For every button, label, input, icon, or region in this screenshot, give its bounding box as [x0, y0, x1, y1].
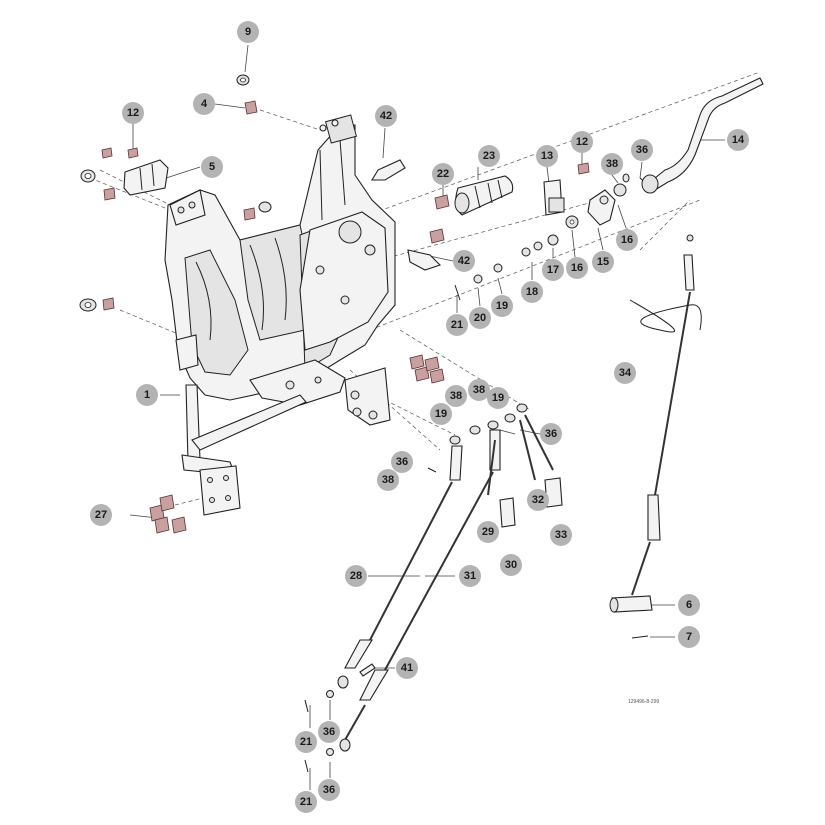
svg-text:36: 36	[545, 428, 557, 440]
callout-14: 14	[727, 129, 749, 151]
svg-text:36: 36	[636, 144, 648, 156]
callout-36: 36	[540, 423, 562, 445]
callout-4: 4	[193, 93, 215, 115]
svg-text:30: 30	[505, 559, 517, 571]
svg-text:19: 19	[496, 300, 508, 312]
svg-text:32: 32	[532, 494, 544, 506]
svg-text:42: 42	[380, 110, 392, 122]
svg-text:42: 42	[458, 255, 470, 267]
svg-text:38: 38	[382, 474, 394, 486]
callout-38: 38	[377, 469, 399, 491]
callout-38: 38	[445, 385, 467, 407]
callout-9: 9	[237, 21, 259, 43]
callout-38: 38	[468, 379, 490, 401]
bolts-27	[149, 354, 445, 534]
svg-text:16: 16	[571, 262, 583, 274]
main-frame	[164, 114, 396, 516]
hardware	[79, 74, 649, 312]
callout-13: 13	[536, 145, 558, 167]
callout-33: 33	[550, 524, 572, 546]
svg-text:13: 13	[541, 150, 553, 162]
callout-23: 23	[478, 145, 500, 167]
svg-text:33: 33	[555, 529, 567, 541]
callout-19: 19	[491, 295, 513, 317]
svg-text:38: 38	[450, 390, 462, 402]
svg-text:21: 21	[451, 319, 463, 331]
callout-21: 21	[446, 314, 468, 336]
svg-text:36: 36	[323, 726, 335, 738]
svg-text:19: 19	[435, 408, 447, 420]
svg-text:12: 12	[127, 107, 139, 119]
svg-text:31: 31	[464, 570, 476, 582]
callout-1: 1	[136, 384, 158, 406]
svg-text:14: 14	[732, 134, 745, 146]
svg-text:36: 36	[323, 784, 335, 796]
callout-42: 42	[453, 250, 475, 272]
svg-text:22: 22	[437, 168, 449, 180]
callout-38: 38	[601, 153, 623, 175]
callout-28: 28	[345, 565, 367, 587]
callout-31: 31	[459, 565, 481, 587]
cable-34	[609, 234, 702, 639]
svg-text:7: 7	[686, 631, 692, 643]
callout-15: 15	[592, 251, 614, 273]
svg-text:29: 29	[482, 526, 494, 538]
callout-19: 19	[430, 403, 452, 425]
callout-16: 16	[566, 257, 588, 279]
svg-text:41: 41	[401, 662, 413, 674]
callout-41: 41	[396, 657, 418, 679]
callout-34: 34	[614, 362, 636, 384]
svg-text:12: 12	[576, 136, 588, 148]
svg-text:34: 34	[619, 367, 632, 379]
svg-text:36: 36	[396, 456, 408, 468]
svg-text:38: 38	[473, 384, 485, 396]
callout-12: 12	[571, 131, 593, 153]
callout-36: 36	[318, 779, 340, 801]
callout-36: 36	[318, 721, 340, 743]
svg-text:6: 6	[686, 599, 692, 611]
callout-18: 18	[521, 281, 543, 303]
callout-19: 19	[487, 387, 509, 409]
callout-5: 5	[201, 156, 223, 178]
svg-text:1: 1	[144, 389, 150, 401]
callout-21: 21	[295, 791, 317, 813]
svg-text:5: 5	[209, 161, 215, 173]
callout-27: 27	[90, 504, 112, 526]
callout-32: 32	[527, 489, 549, 511]
cables-28-31	[304, 403, 563, 773]
callouts: 9 4 12 42 5 22 23 13 12 38 36 14 16 42 1…	[90, 21, 749, 813]
svg-text:16: 16	[621, 234, 633, 246]
svg-text:21: 21	[300, 736, 312, 748]
svg-text:20: 20	[474, 312, 486, 324]
callout-21: 21	[295, 731, 317, 753]
callout-6: 6	[678, 594, 700, 616]
callout-30: 30	[500, 554, 522, 576]
svg-text:17: 17	[547, 264, 559, 276]
svg-text:38: 38	[606, 158, 618, 170]
svg-text:18: 18	[526, 286, 538, 298]
svg-text:27: 27	[95, 509, 107, 521]
svg-text:19: 19	[492, 392, 504, 404]
rod-14	[641, 77, 764, 194]
callout-36: 36	[391, 451, 413, 473]
callout-7: 7	[678, 626, 700, 648]
callout-16: 16	[616, 229, 638, 251]
svg-text:15: 15	[597, 256, 609, 268]
callout-12: 12	[122, 102, 144, 124]
svg-text:28: 28	[350, 570, 362, 582]
callout-22: 22	[432, 163, 454, 185]
callout-36: 36	[631, 139, 653, 161]
callout-17: 17	[542, 259, 564, 281]
callout-29: 29	[477, 521, 499, 543]
callout-42: 42	[375, 105, 397, 127]
drawing-code: 129496-8-299	[628, 699, 659, 705]
svg-text:21: 21	[300, 796, 312, 808]
svg-text:4: 4	[201, 98, 208, 110]
callout-20: 20	[469, 307, 491, 329]
svg-text:23: 23	[483, 150, 495, 162]
svg-text:9: 9	[245, 26, 251, 38]
